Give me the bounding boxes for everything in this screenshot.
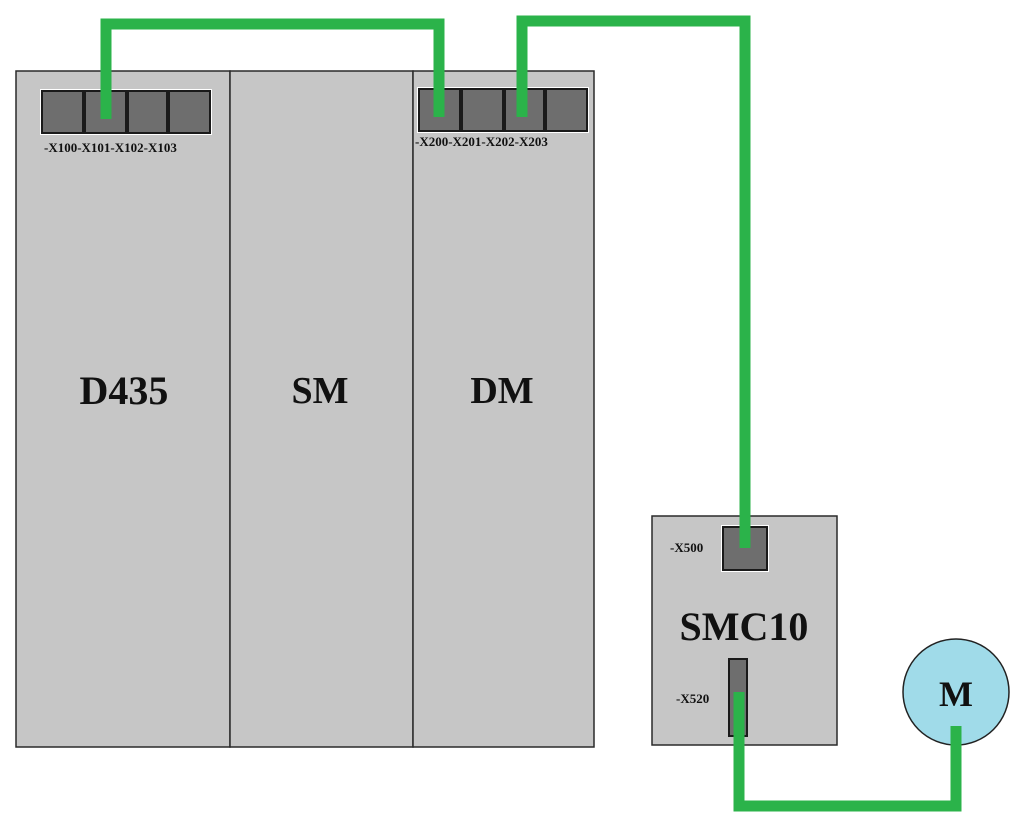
d435-ports-label: -X100-X101-X102-X103 (44, 140, 177, 155)
d435-port-strip (40, 89, 212, 135)
dm-label: DM (470, 370, 533, 412)
cables (100, 15, 962, 812)
motor-label: M (939, 674, 973, 714)
cable-x520-to-motor (733, 692, 962, 812)
sm-label: SM (292, 370, 349, 412)
x500-label: -X500 (670, 540, 703, 555)
port-x102[interactable] (127, 90, 168, 134)
drive-cabinet (15, 70, 595, 748)
x520-label: -X520 (676, 691, 709, 706)
smc10-label: SMC10 (680, 604, 809, 649)
d435-label: D435 (80, 368, 169, 413)
port-x203[interactable] (545, 88, 588, 132)
sm-module[interactable] (229, 70, 414, 748)
port-x100[interactable] (41, 90, 84, 134)
cable-x101-to-x200 (100, 18, 445, 119)
port-x201[interactable] (461, 88, 504, 132)
d435-module[interactable] (15, 70, 231, 748)
port-x103[interactable] (168, 90, 211, 134)
cable-x202-to-x500 (516, 15, 751, 548)
dm-module[interactable] (412, 70, 595, 748)
dm-ports-label: -X200-X201-X202-X203 (415, 134, 548, 149)
